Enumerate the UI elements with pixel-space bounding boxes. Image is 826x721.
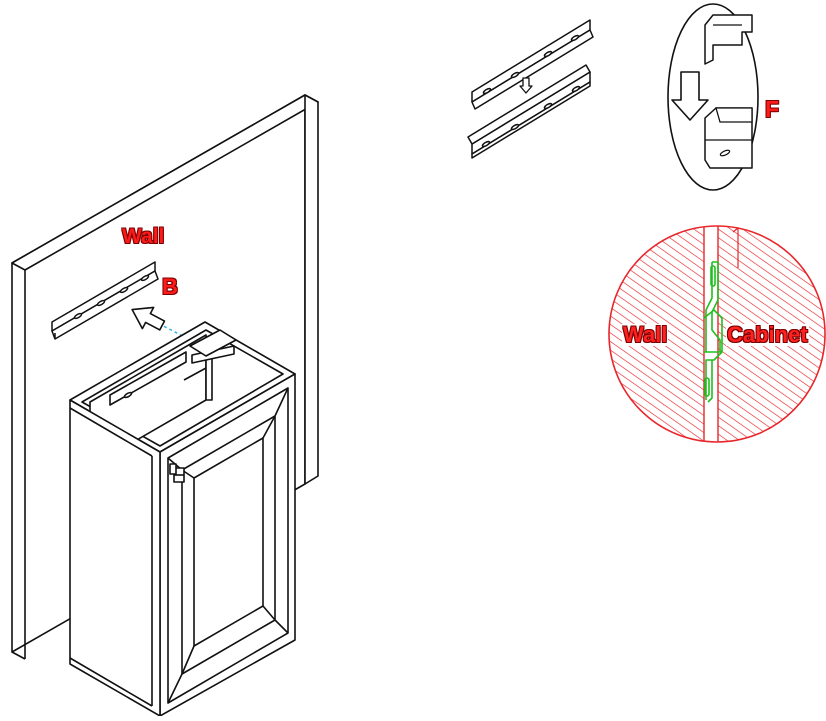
down-arrow-icon (519, 77, 533, 94)
vanity-cabinet (69, 321, 296, 717)
detail-f-callout (667, 3, 759, 191)
interlock-bracket (703, 261, 723, 403)
wall-bracket-b (51, 261, 159, 340)
section-wall-label: Wall (622, 322, 669, 347)
section-cabinet-label: Cabinet (726, 322, 809, 347)
hinge-icon (169, 463, 185, 483)
down-arrow-icon (671, 71, 709, 121)
bracket-pair (467, 19, 594, 159)
detail-f-label: F (765, 96, 780, 122)
bracket-b-label: B (162, 274, 178, 299)
up-left-arrow-icon (131, 306, 166, 331)
wall-label: Wall (122, 225, 165, 248)
